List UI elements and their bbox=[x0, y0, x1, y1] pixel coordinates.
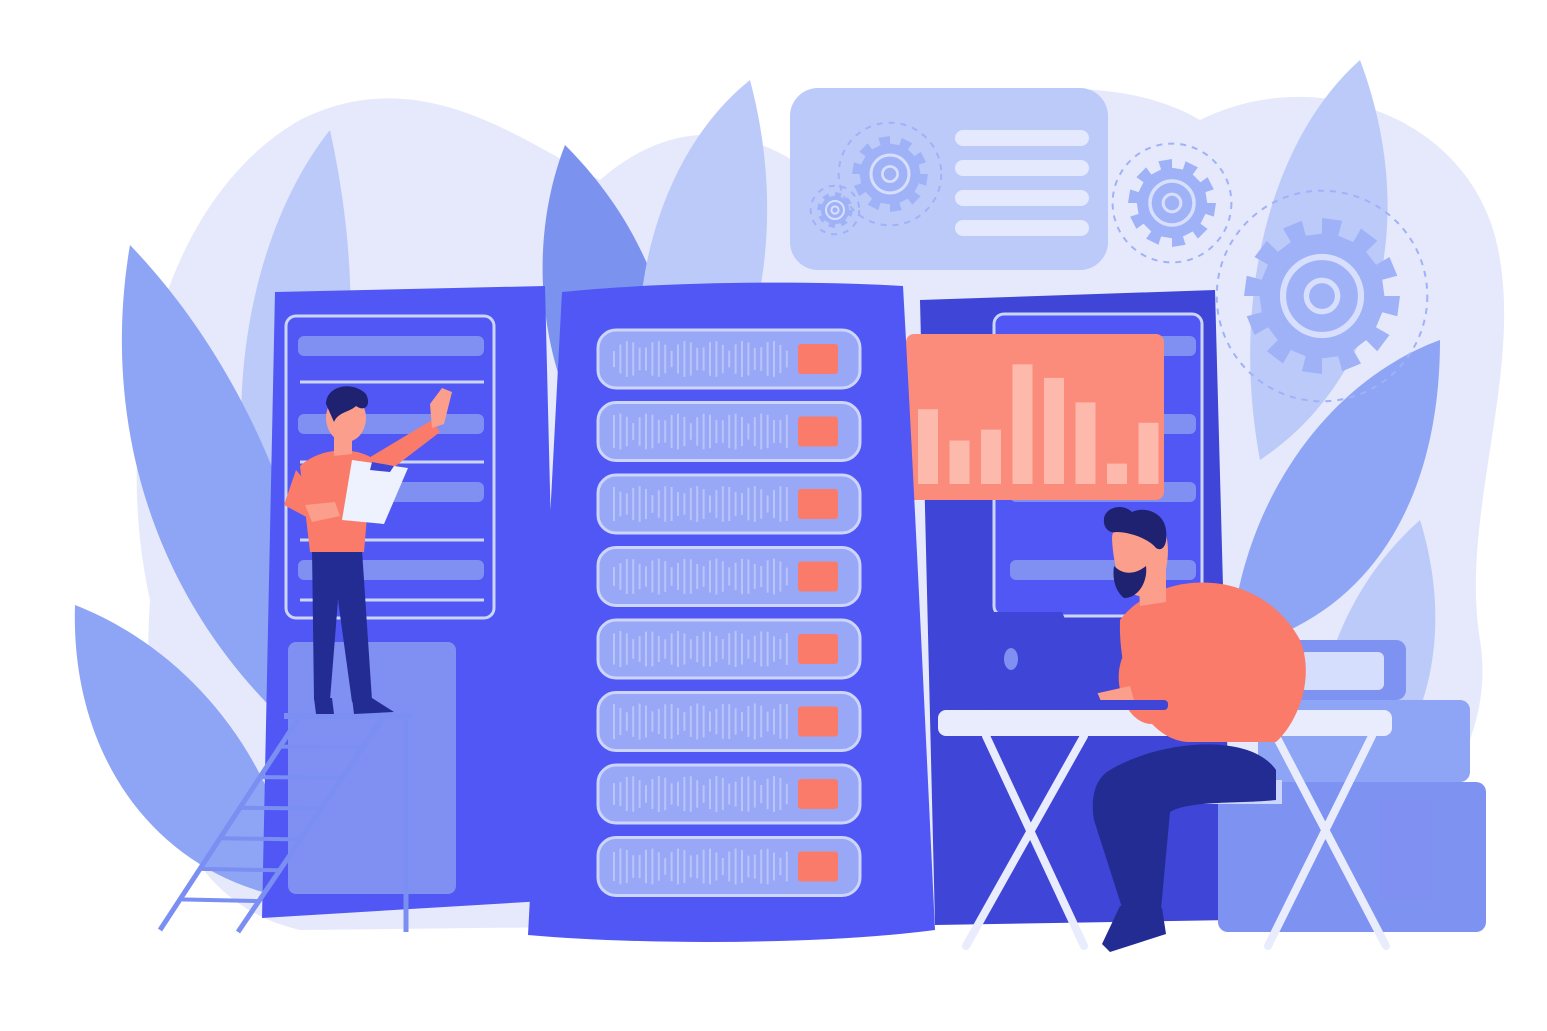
engineer-seated-legs bbox=[1092, 744, 1276, 920]
chart-panel bbox=[906, 334, 1164, 500]
rack-slot bbox=[596, 691, 862, 752]
ladder bbox=[157, 713, 412, 934]
gear-icon bbox=[837, 121, 943, 227]
gear-panel-line-3 bbox=[955, 190, 1089, 206]
engineer-seated-shoe bbox=[1102, 906, 1166, 952]
gear-panel bbox=[790, 88, 1108, 270]
gear-icon bbox=[1111, 142, 1233, 264]
engineer-standing-shoe-right bbox=[352, 698, 394, 714]
rack-slot-signal bbox=[613, 558, 788, 595]
rack-slot-signal bbox=[613, 486, 788, 522]
book-bottom-label bbox=[1380, 800, 1432, 900]
book-top-pages bbox=[1300, 652, 1384, 690]
server-rack-center bbox=[528, 282, 935, 942]
rack-slot-signal bbox=[613, 341, 788, 377]
engineer-standing bbox=[284, 386, 452, 714]
chart-panel-card bbox=[906, 334, 1164, 500]
chart-bar bbox=[918, 409, 938, 484]
gears bbox=[809, 121, 1429, 403]
rack-slot bbox=[596, 401, 862, 462]
engineer-standing-hand-left bbox=[305, 502, 340, 522]
gear-panel-card bbox=[790, 88, 1108, 270]
rack-left-row-2 bbox=[298, 414, 484, 434]
rack-slot-indicator bbox=[798, 706, 838, 737]
chart-bar bbox=[981, 429, 1001, 484]
ladder-rung bbox=[259, 775, 343, 780]
ladder-rung bbox=[199, 866, 280, 873]
chart-bar bbox=[1075, 402, 1096, 484]
chart-bar bbox=[1012, 364, 1033, 484]
ladder-rung bbox=[219, 836, 301, 842]
chart-bar bbox=[1107, 463, 1127, 484]
server-rack-left bbox=[262, 286, 560, 918]
rack-slot-indicator bbox=[798, 344, 838, 374]
desk-legs bbox=[962, 732, 1390, 950]
rack-slot-indicator bbox=[798, 779, 838, 809]
ladder-rung bbox=[179, 897, 259, 904]
rack-slot bbox=[596, 763, 862, 825]
rack-slot-signal bbox=[613, 776, 788, 812]
gear-icon bbox=[809, 184, 861, 236]
engineer-standing-shoe-left bbox=[314, 698, 334, 714]
rack-left-door bbox=[288, 642, 456, 894]
leaf-right-mid bbox=[1230, 340, 1440, 650]
rack-slot bbox=[596, 328, 862, 390]
ladder-rung bbox=[239, 805, 322, 811]
gear-panel-line-1 bbox=[955, 130, 1089, 146]
books-stack bbox=[1218, 640, 1486, 932]
chart-bar bbox=[1138, 422, 1159, 484]
rack-slot-indicator bbox=[798, 489, 838, 519]
chart-icon bbox=[918, 364, 1159, 484]
rack-slot-signal bbox=[613, 413, 788, 450]
rack-slot bbox=[596, 546, 862, 607]
rack-slot bbox=[596, 618, 862, 680]
leaf-left-low bbox=[74, 605, 300, 900]
rack-slot bbox=[596, 473, 862, 535]
engineer-standing-hand-up bbox=[430, 388, 452, 428]
gear-panel-line-2 bbox=[955, 160, 1089, 176]
gear-icon bbox=[1215, 189, 1429, 403]
rack-right-row-4 bbox=[1010, 560, 1196, 580]
ladder-rail bbox=[157, 714, 303, 932]
chart-bar bbox=[1044, 377, 1064, 484]
rack-slot-indicator bbox=[798, 634, 838, 664]
rack-slot bbox=[596, 836, 862, 897]
engineer-seated bbox=[946, 507, 1306, 952]
engineer-seated-beard bbox=[1113, 566, 1147, 598]
engineer-standing-legs bbox=[312, 550, 372, 702]
engineer-standing-hair bbox=[326, 386, 369, 422]
laptop-icon bbox=[946, 612, 1168, 710]
ladder-rail bbox=[235, 714, 387, 934]
gear-panel-lines bbox=[955, 130, 1089, 236]
chart-bar bbox=[949, 440, 970, 484]
clipboard-icon bbox=[342, 460, 408, 524]
rack-slot-signal bbox=[613, 631, 788, 667]
rack-center-slots bbox=[596, 328, 862, 897]
engineer-seated-hair bbox=[1103, 507, 1167, 550]
book-bottom bbox=[1218, 782, 1486, 932]
rack-slot-indicator bbox=[798, 561, 838, 592]
rack-slot-indicator bbox=[798, 851, 838, 882]
rack-slot-signal bbox=[613, 848, 788, 885]
rack-left-row-1 bbox=[298, 336, 484, 356]
gear-panel-line-4 bbox=[955, 220, 1089, 236]
rack-slot-signal bbox=[613, 703, 788, 740]
rack-slot-indicator bbox=[798, 416, 838, 447]
